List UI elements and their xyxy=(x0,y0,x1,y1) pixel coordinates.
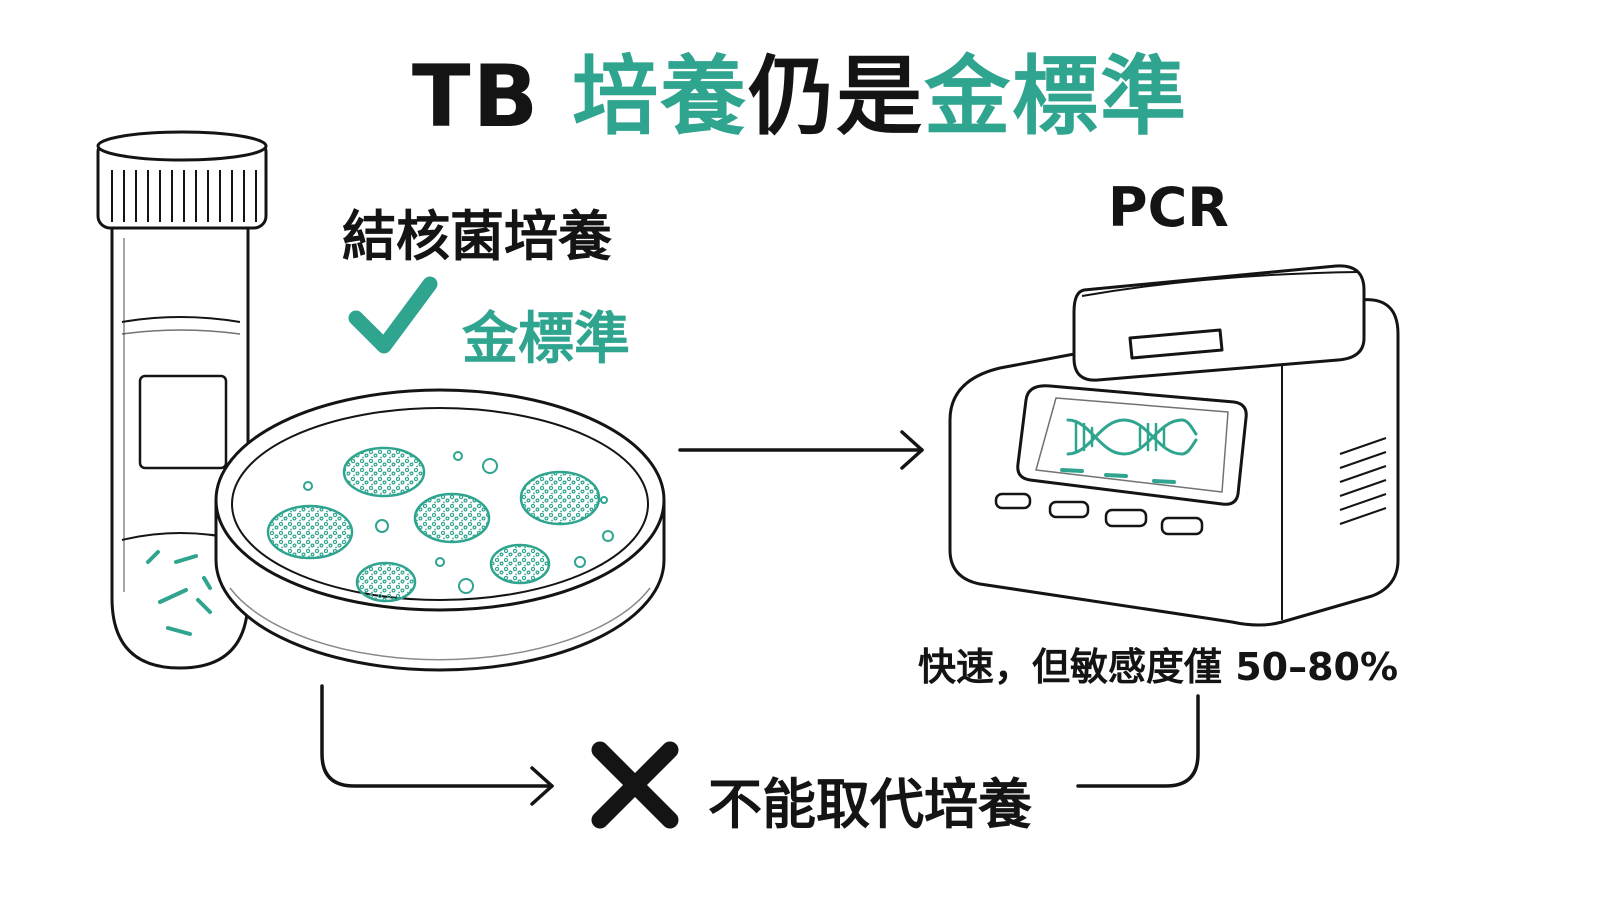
title-prefix: TB xyxy=(411,47,573,147)
bacterial-colonies xyxy=(266,446,601,603)
pcr-machine xyxy=(948,264,1400,627)
small-colonies xyxy=(303,451,614,594)
title-highlight-culture: 培養 xyxy=(572,47,749,147)
conclusion-label: 不能取代培養 xyxy=(708,773,1032,836)
pcr-heading: PCR xyxy=(1108,176,1229,239)
connector-left xyxy=(320,684,554,806)
check-icon xyxy=(348,276,438,354)
culture-tube xyxy=(96,130,268,670)
connector-right xyxy=(1076,694,1200,788)
arrow-to-pcr xyxy=(678,430,924,470)
page-title: TB 培養仍是金標準 xyxy=(0,26,1600,151)
cross-icon xyxy=(591,741,679,829)
pcr-sensitivity-note: 快速，但敏感度僅 50–80% xyxy=(918,645,1399,689)
culture-heading: 結核菌培養 xyxy=(342,205,612,268)
gold-standard-label: 金標準 xyxy=(462,307,630,372)
title-middle: 仍是 xyxy=(748,47,925,147)
dna-icon xyxy=(1060,418,1198,484)
title-highlight-gold-standard: 金標準 xyxy=(924,47,1189,147)
